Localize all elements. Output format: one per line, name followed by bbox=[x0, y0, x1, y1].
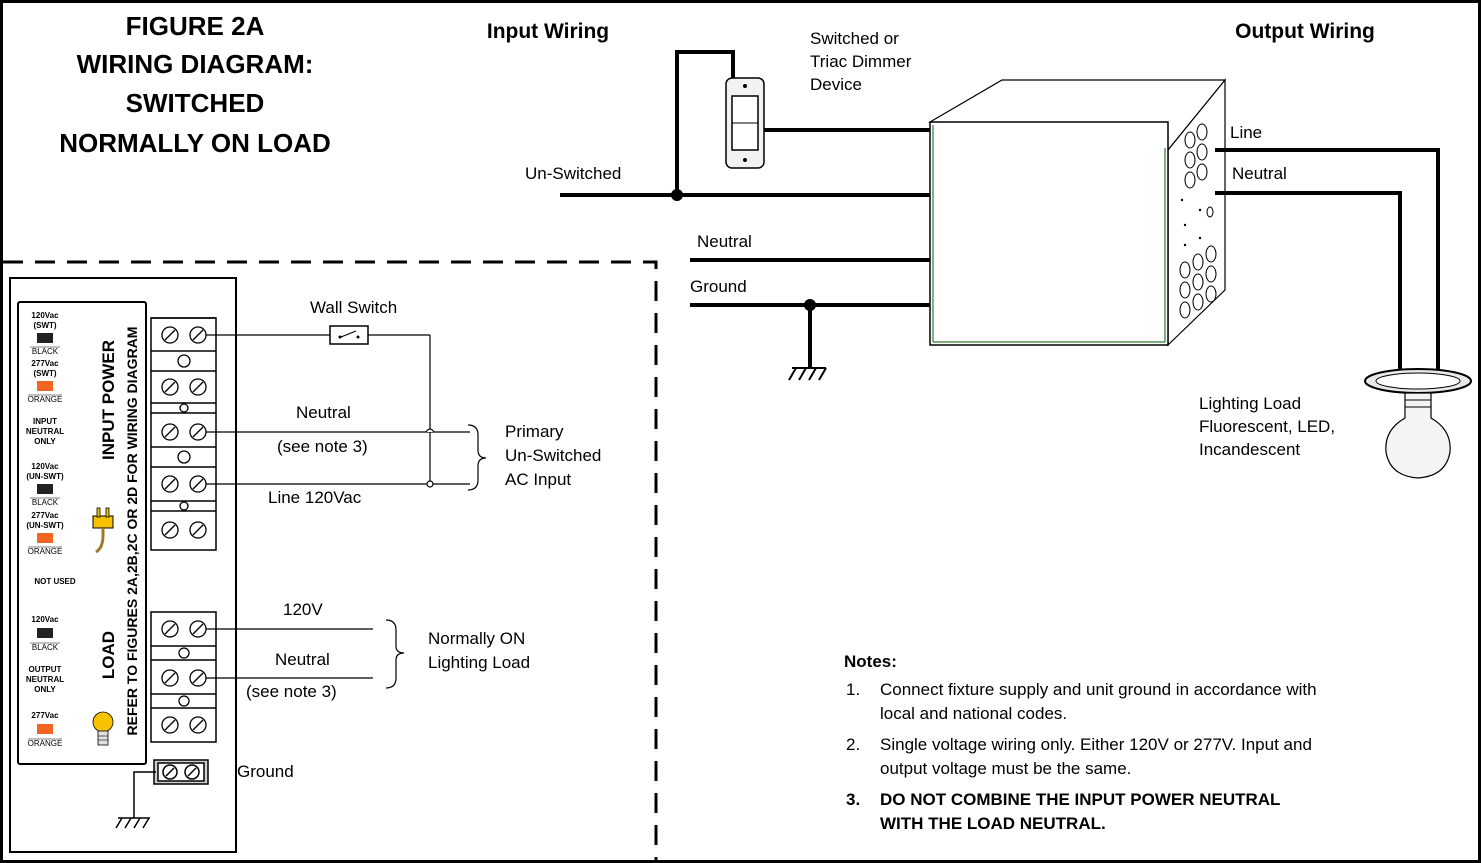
lbl-orange-1: ORANGE bbox=[28, 395, 63, 404]
lbl-outneutral-a: OUTPUT bbox=[29, 665, 62, 674]
lbl-inneutral-a: INPUT bbox=[33, 417, 57, 426]
plug-icon bbox=[92, 507, 114, 554]
lbl-outneutral-b: NEUTRAL bbox=[26, 675, 64, 684]
wire-crossover bbox=[425, 428, 435, 433]
note-2-line-2: output voltage must be the same. bbox=[880, 759, 1131, 778]
line-junction bbox=[426, 480, 434, 488]
note-1-number: 1. bbox=[846, 680, 860, 699]
lbl-black-3: BLACK bbox=[32, 643, 59, 652]
unswitched-label: Un-Switched bbox=[525, 164, 621, 183]
title-line-1: FIGURE 2A bbox=[126, 11, 265, 41]
note-2-number: 2. bbox=[846, 735, 860, 754]
output-line-label: Line bbox=[1230, 123, 1262, 142]
input-terminal-screws bbox=[161, 326, 207, 539]
lbl-inneutral-c: ONLY bbox=[34, 437, 56, 446]
lbl-not-used: NOT USED bbox=[34, 577, 76, 586]
orange-swatch-1 bbox=[37, 381, 53, 391]
lbl-inneutral-b: NEUTRAL bbox=[26, 427, 64, 436]
lbl-120load: 120Vac bbox=[31, 615, 59, 624]
load-terminal-screws bbox=[161, 620, 207, 734]
primary-brace bbox=[467, 424, 487, 491]
lighting-load-label-3: Incandescent bbox=[1199, 440, 1300, 459]
black-swatch-3 bbox=[37, 628, 53, 638]
see-note-3-load: (see note 3) bbox=[246, 682, 337, 701]
input-wires bbox=[560, 50, 930, 368]
dashed-boundary bbox=[3, 260, 658, 860]
wall-switch-symbol-icon bbox=[329, 325, 369, 345]
ground-terminal bbox=[133, 759, 209, 818]
device-label-line-2: Triac Dimmer bbox=[810, 52, 912, 71]
wall-switch-label: Wall Switch bbox=[310, 298, 397, 317]
label-strip-texts: 120Vac (SWT) BLACK 277Vac (SWT) ORANGE I… bbox=[26, 311, 76, 748]
refer-figures-label: REFER TO FIGURES 2A,2B,2C OR 2D FOR WIRI… bbox=[124, 327, 140, 736]
lbl-black-1: BLACK bbox=[32, 347, 59, 356]
lbl-120un-b: (UN-SWT) bbox=[26, 472, 64, 481]
lbl-120swt-b: (SWT) bbox=[33, 321, 56, 330]
lbl-277un-b: (UN-SWT) bbox=[26, 521, 64, 530]
lbl-277un-a: 277Vac bbox=[31, 511, 59, 520]
bulb-icon bbox=[92, 711, 114, 746]
notes-section: Notes: 1. Connect fixture supply and uni… bbox=[844, 652, 1317, 833]
primary-label-2: Un-Switched bbox=[505, 446, 601, 465]
normally-on-label-1: Normally ON bbox=[428, 629, 525, 648]
black-swatch-1 bbox=[37, 333, 53, 343]
fixture-box bbox=[928, 78, 1227, 347]
note-2-line-1: Single voltage wiring only. Either 120V … bbox=[880, 735, 1312, 754]
input-power-label: INPUT POWER bbox=[99, 340, 118, 460]
lbl-277load: 277Vac bbox=[31, 711, 59, 720]
title-line-3: SWITCHED bbox=[126, 88, 265, 118]
title-line-2: WIRING DIAGRAM: bbox=[77, 49, 314, 79]
note-3-line-1: DO NOT COMBINE THE INPUT POWER NEUTRAL bbox=[880, 790, 1280, 809]
lighting-load-label-2: Fluorescent, LED, bbox=[1199, 417, 1335, 436]
primary-label-3: AC Input bbox=[505, 470, 571, 489]
normally-on-label-2: Lighting Load bbox=[428, 653, 530, 672]
figure-title: FIGURE 2A WIRING DIAGRAM: SWITCHED NORMA… bbox=[59, 11, 331, 158]
device-label-line-3: Device bbox=[810, 75, 862, 94]
device-label-line-1: Switched or bbox=[810, 29, 899, 48]
lbl-120un-a: 120Vac bbox=[31, 462, 59, 471]
lbl-outneutral-c: ONLY bbox=[34, 685, 56, 694]
notes-heading: Notes: bbox=[844, 652, 897, 671]
ground-symbol-icon bbox=[788, 367, 827, 381]
lighting-load-label-1: Lighting Load bbox=[1199, 394, 1301, 413]
note-1-line-2: local and national codes. bbox=[880, 704, 1067, 723]
switch-icon bbox=[725, 77, 765, 169]
panel-ground-symbol-icon bbox=[115, 817, 150, 829]
load-neutral-label: Neutral bbox=[275, 650, 330, 669]
lbl-orange-3: ORANGE bbox=[28, 739, 63, 748]
line-120vac-label: Line 120Vac bbox=[268, 488, 362, 507]
output-neutral-label: Neutral bbox=[1232, 164, 1287, 183]
see-note-3-input: (see note 3) bbox=[277, 437, 368, 456]
panel-ground-label: Ground bbox=[237, 762, 294, 781]
lbl-277swt-a: 277Vac bbox=[31, 359, 59, 368]
label-strip bbox=[17, 301, 147, 765]
input-ground-label: Ground bbox=[690, 277, 747, 296]
load-brace bbox=[385, 619, 405, 689]
terminal-neutral-label: Neutral bbox=[296, 403, 351, 422]
note-3-number: 3. bbox=[846, 790, 860, 809]
orange-swatch-2 bbox=[37, 533, 53, 543]
unswitched-junction bbox=[671, 189, 683, 201]
output-wiring-heading: Output Wiring bbox=[1235, 20, 1375, 43]
lbl-277swt-b: (SWT) bbox=[33, 369, 56, 378]
black-swatch-2 bbox=[37, 484, 53, 494]
input-wiring-heading: Input Wiring bbox=[487, 20, 609, 43]
lbl-120swt-a: 120Vac bbox=[31, 311, 59, 320]
lbl-orange-2: ORANGE bbox=[28, 547, 63, 556]
title-line-4: NORMALLY ON LOAD bbox=[59, 128, 331, 158]
output-wires bbox=[1215, 148, 1440, 378]
load-120v-label: 120V bbox=[283, 600, 323, 619]
input-neutral-label: Neutral bbox=[697, 232, 752, 251]
ground-junction bbox=[804, 299, 816, 311]
note-3-line-2: WITH THE LOAD NEUTRAL. bbox=[880, 814, 1106, 833]
lamp-icon bbox=[1364, 368, 1472, 479]
orange-swatch-3 bbox=[37, 724, 53, 734]
load-section-label: LOAD bbox=[99, 631, 118, 679]
note-1-line-1: Connect fixture supply and unit ground i… bbox=[880, 680, 1317, 699]
lbl-black-2: BLACK bbox=[32, 498, 59, 507]
primary-label-1: Primary bbox=[505, 422, 564, 441]
